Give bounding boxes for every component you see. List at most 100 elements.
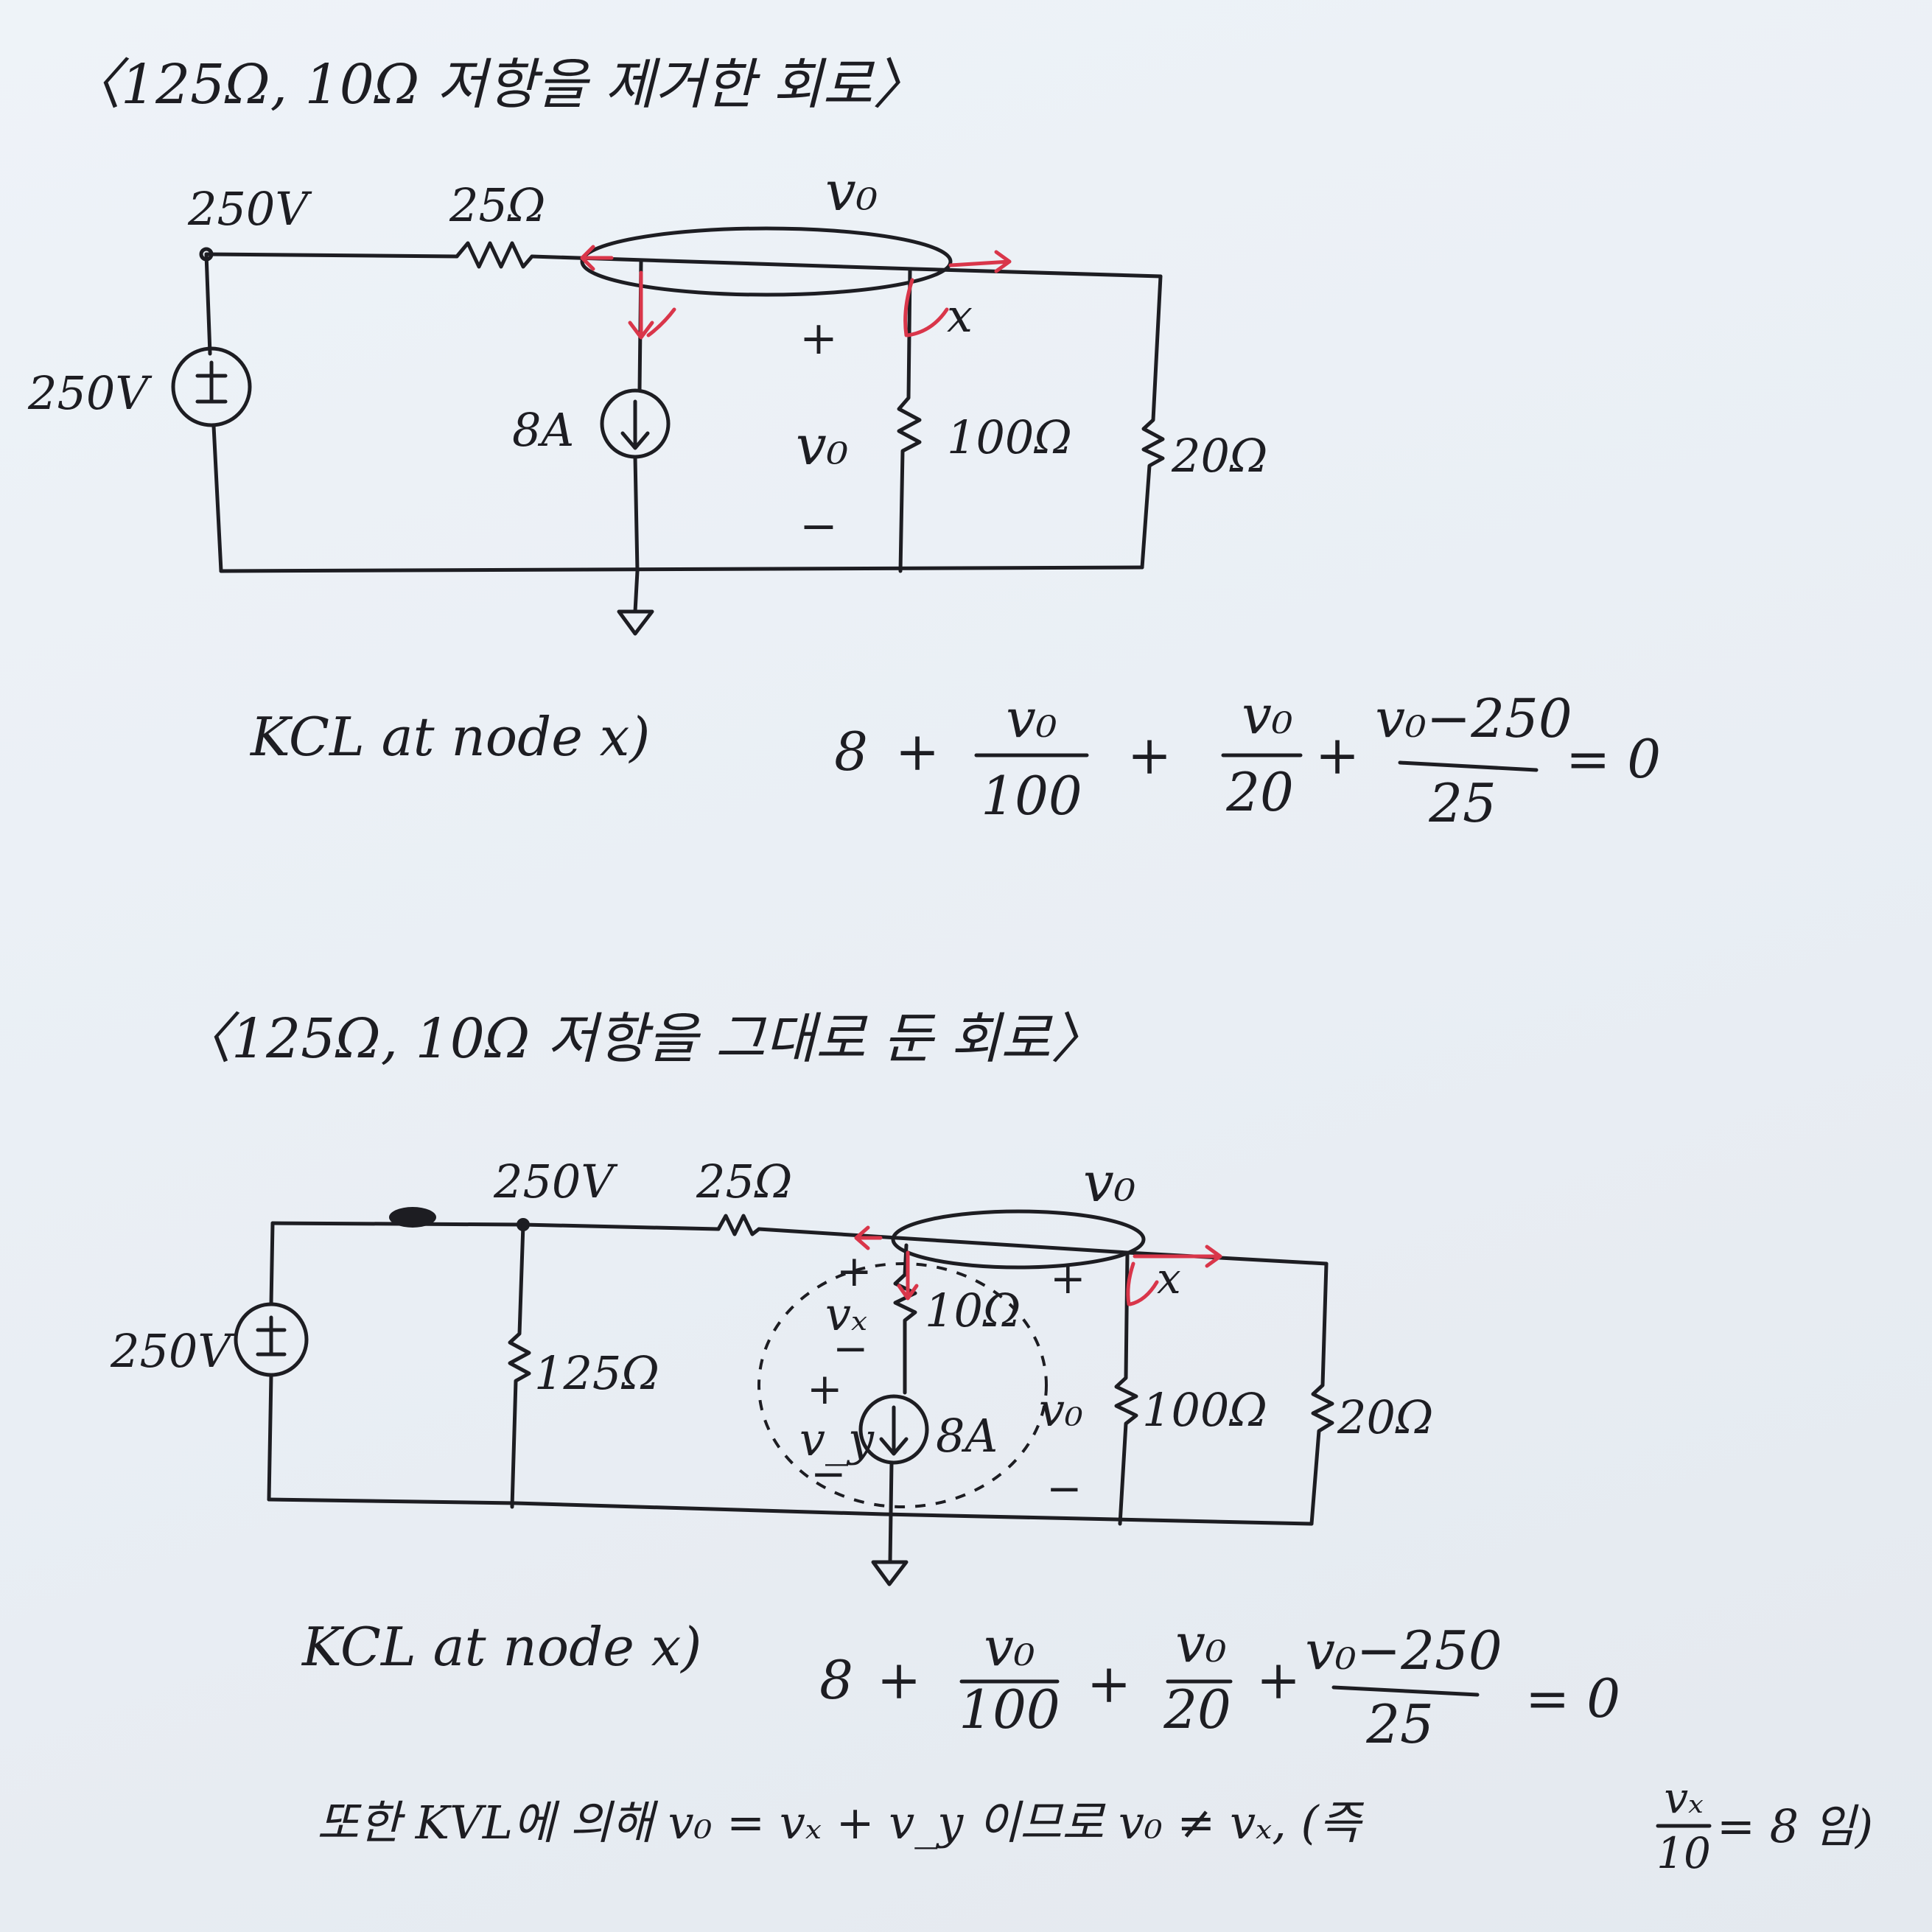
top-wire-left — [204, 252, 459, 259]
bottom-kcl-term1: 8 — [819, 1649, 853, 1711]
bottom-note-text: 또한 KVL에 의해 v₀ = vₓ + v_y 이므로 v₀ ≠ vₓ, (즉 — [317, 1796, 1365, 1849]
top-label-node-x: x — [947, 289, 973, 343]
top-wire-source-down — [211, 424, 223, 573]
bottom-kcl-plus3: + — [1256, 1649, 1301, 1711]
top-kcl-bar3 — [1398, 760, 1539, 772]
bottom-label-minus-x: − — [833, 1323, 869, 1373]
bottom-label-minus-y: − — [811, 1449, 847, 1499]
bottom-dashed-group — [757, 1262, 1048, 1508]
bottom-label-r125: 125Ω — [534, 1346, 659, 1400]
top-label-vo-mid: v₀ — [796, 414, 848, 477]
ground-icon — [617, 569, 654, 636]
top-label-r20: 20Ω — [1171, 429, 1267, 483]
bottom-label-plus-y: + — [807, 1364, 843, 1414]
bottom-title: 〈125Ω, 10Ω 저항을 그대로 둔 회로〉 — [177, 1007, 1105, 1071]
bottom-wire-top-mid — [521, 1222, 721, 1231]
bottom-label-node-x: x — [1157, 1253, 1181, 1303]
bottom-source-sign — [256, 1315, 287, 1357]
bottom-wire-source-down — [267, 1373, 273, 1502]
bottom-wire-source-up — [269, 1221, 275, 1306]
bottom-note-frac-den: 10 — [1656, 1828, 1711, 1878]
bottom-label-minus-o: − — [1046, 1463, 1082, 1513]
top-label-current: 8A — [512, 403, 574, 457]
top-kcl-num1: v₀ — [1006, 687, 1057, 749]
top-kcl-den3: 25 — [1428, 772, 1497, 834]
top-title: 〈125Ω, 10Ω 저항을 제거한 회로〉 — [66, 53, 927, 116]
bottom-red-arrow-right — [1133, 1245, 1222, 1268]
bottom-resistor-100 — [1114, 1250, 1138, 1526]
bottom-kcl-num1: v₀ — [984, 1616, 1035, 1678]
bottom-red-arrow-down — [897, 1250, 919, 1301]
top-label-vo-top: v₀ — [825, 160, 878, 223]
top-red-arrow-down — [628, 270, 676, 340]
top-wire-cs-down — [633, 455, 640, 573]
bottom-note-frac-num: vₓ — [1664, 1773, 1704, 1823]
bottom-ground-icon — [871, 1560, 909, 1586]
top-source-sign — [195, 360, 228, 404]
top-label-r25: 25Ω — [449, 178, 545, 232]
bottom-kcl-rhs: = 0 — [1525, 1667, 1620, 1729]
bottom-label-source: 250V — [110, 1324, 235, 1378]
bottom-label-r25: 25Ω — [696, 1155, 792, 1208]
bottom-label-vo-mid: v₀ — [1039, 1383, 1083, 1437]
top-resistor-20 — [1140, 274, 1165, 570]
top-wire-source-up — [204, 252, 212, 356]
bottom-label-vy: v_y — [799, 1413, 875, 1466]
bottom-resistor-20 — [1309, 1261, 1334, 1526]
bottom-kcl-plus1: + — [877, 1649, 921, 1711]
top-kcl-num2: v₀ — [1242, 684, 1293, 746]
bottom-label-plus-o: + — [1050, 1253, 1086, 1303]
top-label-plus: + — [799, 311, 838, 365]
bottom-kcl-num3: v₀−250 — [1305, 1620, 1502, 1681]
bottom-kcl-bar3 — [1331, 1685, 1480, 1697]
bottom-resistor-10 — [893, 1243, 917, 1395]
top-kcl-rhs: = 0 — [1566, 728, 1661, 790]
bottom-kcl-num2: v₀ — [1175, 1612, 1227, 1674]
top-label-node-voltage: 250V — [187, 182, 312, 236]
bottom-red-arrow-node — [1126, 1261, 1159, 1306]
top-label-source: 250V — [27, 366, 153, 420]
bottom-label-plus-x: + — [836, 1246, 872, 1296]
bottom-kcl-den2: 20 — [1163, 1679, 1231, 1740]
bottom-down-arrow-icon — [879, 1405, 909, 1456]
top-circuit — [171, 226, 1165, 636]
bottom-supernode-ellipse — [891, 1209, 1146, 1270]
bottom-label-r100: 100Ω — [1142, 1383, 1267, 1437]
bottom-wire-cs-down — [888, 1460, 894, 1564]
top-red-arrow-node — [903, 278, 949, 337]
top-supernode-ellipse — [580, 226, 953, 297]
bottom-red-arrow-left — [854, 1225, 883, 1250]
bottom-label-vx: vₓ — [825, 1287, 867, 1341]
bottom-label-current: 8A — [936, 1409, 998, 1463]
bottom-wire-bottom — [267, 1497, 1314, 1526]
bottom-kcl-den3: 25 — [1365, 1693, 1434, 1755]
top-kcl-plus2: + — [1127, 724, 1172, 786]
bottom-label-vo-top: v₀ — [1083, 1151, 1135, 1214]
top-label-minus: − — [799, 499, 838, 553]
bottom-kcl-equation: KCL at node x) 8 + v₀ 100 + v₀ 20 + v₀−2… — [301, 1612, 1620, 1755]
top-resistor-100 — [897, 267, 922, 573]
top-red-arrow-right — [948, 250, 1012, 273]
bottom-label-node-voltage: 250V — [493, 1155, 618, 1208]
top-kcl-term1: 8 — [834, 721, 868, 783]
bottom-circuit — [234, 1207, 1334, 1586]
bottom-kcl-plus2: + — [1087, 1653, 1131, 1715]
top-red-arrow-left — [580, 245, 614, 271]
top-kcl-equation: KCL at node x) 8 + v₀ 100 + v₀ 20 + v₀−2… — [249, 684, 1661, 834]
bottom-note-tail: = 8 임) — [1717, 1799, 1873, 1853]
bottom-resistor-125 — [508, 1222, 531, 1509]
bottom-label-r10: 10Ω — [925, 1284, 1021, 1337]
down-arrow-icon — [620, 399, 650, 450]
top-resistor-25 — [455, 241, 534, 269]
top-kcl-den2: 20 — [1225, 761, 1294, 823]
bottom-scribble — [389, 1207, 436, 1228]
bottom-current-source — [858, 1394, 929, 1465]
bottom-kcl-den1: 100 — [959, 1679, 1060, 1740]
top-wire-bottom — [219, 565, 1144, 573]
bottom-label-r20: 20Ω — [1337, 1390, 1433, 1444]
top-kcl-plus3: + — [1315, 724, 1359, 786]
bottom-kvl-note: 또한 KVL에 의해 v₀ = vₓ + v_y 이므로 v₀ ≠ vₓ, (즉… — [317, 1773, 1873, 1878]
top-voltage-source — [171, 346, 252, 427]
top-kcl-prefix: KCL at node x) — [249, 706, 650, 768]
